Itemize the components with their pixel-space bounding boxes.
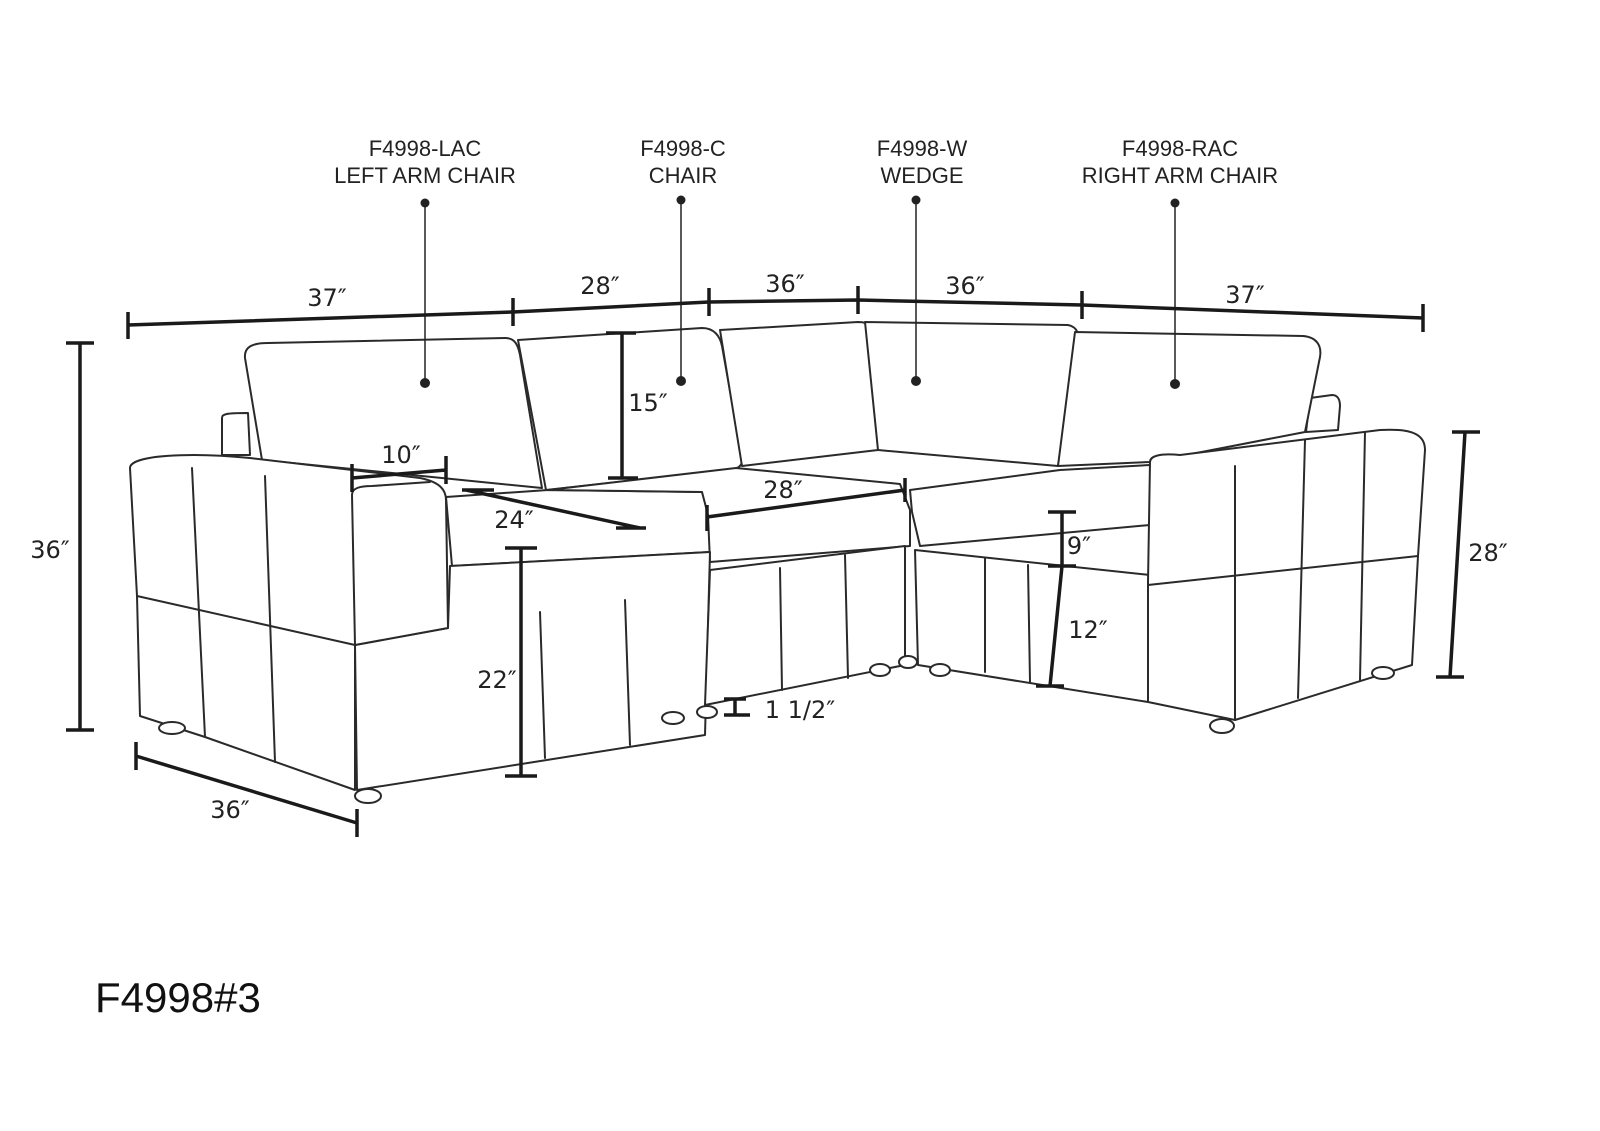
back-cushion-w-right bbox=[864, 321, 1080, 467]
dim-depth: 36″ bbox=[210, 796, 250, 824]
label-c-name: CHAIR bbox=[649, 163, 717, 188]
dimension-lines bbox=[66, 286, 1480, 837]
base-c bbox=[704, 545, 906, 706]
label-lac-name: LEFT ARM CHAIR bbox=[334, 163, 516, 188]
seat-w bbox=[909, 464, 1151, 547]
dim-cushion-thickness: 9″ bbox=[1067, 532, 1091, 560]
label-lac-code: F4998-LAC bbox=[369, 136, 482, 161]
base-seams-w bbox=[984, 557, 1031, 683]
dim-width-lac: 37″ bbox=[307, 284, 347, 312]
dim-width-c: 28″ bbox=[580, 272, 620, 300]
dim-overall-height: 36″ bbox=[30, 536, 70, 564]
back-cushion-w-left bbox=[719, 321, 879, 467]
right-back-panel bbox=[1305, 394, 1341, 433]
label-w-code: F4998-W bbox=[877, 136, 968, 161]
dim-seat-depth: 24″ bbox=[494, 506, 534, 534]
left-arm-seams bbox=[136, 467, 431, 763]
dim-leg-height: 1 1/2″ bbox=[765, 696, 836, 724]
right-arm-seams bbox=[1147, 431, 1419, 721]
dim-back-cushion: 15″ bbox=[628, 389, 668, 417]
dim-base-height: 12″ bbox=[1068, 616, 1108, 644]
dim-width-w-left: 36″ bbox=[765, 270, 805, 298]
back-cushion-rac bbox=[1057, 331, 1322, 467]
left-back-panel bbox=[221, 412, 251, 456]
base-w bbox=[914, 549, 1151, 703]
left-arm bbox=[129, 454, 449, 791]
label-rac-name: RIGHT ARM CHAIR bbox=[1082, 163, 1278, 188]
part-leaders bbox=[420, 195, 1180, 389]
dim-arm-height: 28″ bbox=[1468, 539, 1508, 567]
base-seams-lac bbox=[539, 599, 631, 759]
dim-width-w-right: 36″ bbox=[945, 272, 985, 300]
model-number: F4998#3 bbox=[95, 974, 261, 1021]
label-rac-code: F4998-RAC bbox=[1122, 136, 1238, 161]
dim-seat-width: 28″ bbox=[763, 476, 803, 504]
base-seams-c bbox=[779, 554, 849, 691]
dim-arm-width: 10″ bbox=[381, 441, 421, 469]
label-w-name: WEDGE bbox=[880, 163, 963, 188]
sofa-feet bbox=[158, 655, 1395, 804]
right-arm bbox=[1147, 428, 1426, 721]
dim-width-rac: 37″ bbox=[1225, 281, 1265, 309]
label-c-code: F4998-C bbox=[640, 136, 726, 161]
dim-seat-height: 22″ bbox=[477, 666, 517, 694]
